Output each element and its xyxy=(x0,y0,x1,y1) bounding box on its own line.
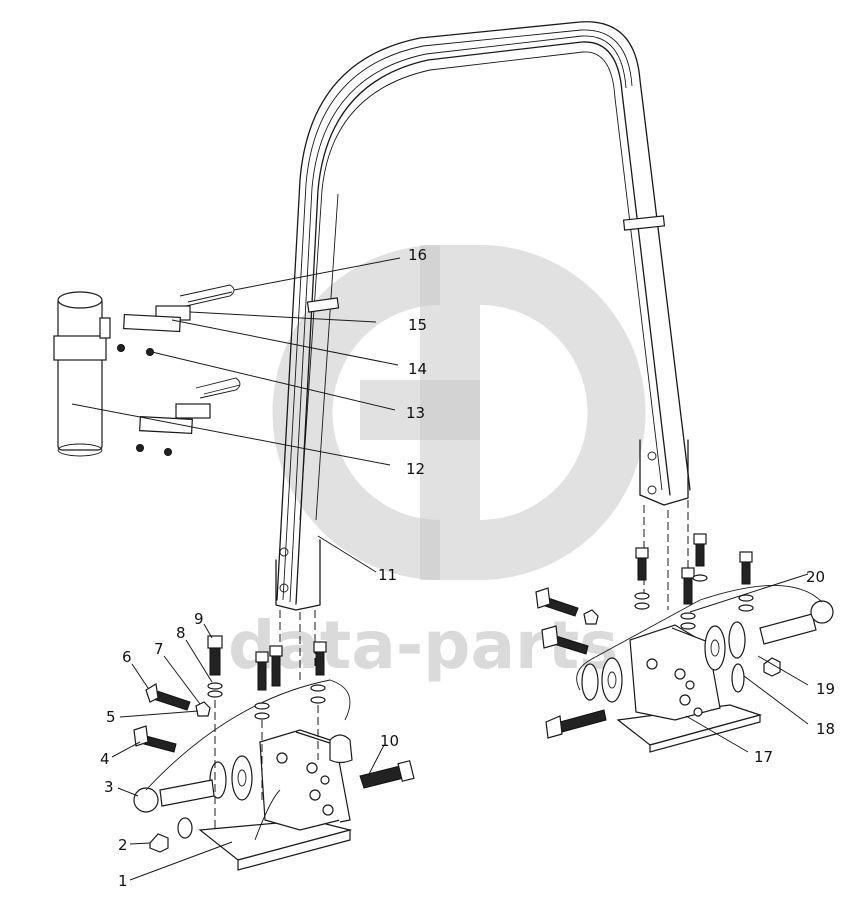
callout-5: 5 xyxy=(106,708,116,726)
callout-17: 17 xyxy=(754,748,773,766)
callout-7: 7 xyxy=(154,640,164,658)
callout-15: 15 xyxy=(408,316,427,334)
callout-10: 10 xyxy=(380,732,399,750)
roll-bar-frame xyxy=(275,21,691,680)
callout-6: 6 xyxy=(122,648,132,666)
callout-16: 16 xyxy=(408,246,427,264)
leader-lines xyxy=(71,257,809,881)
right-base-bracket-assembly xyxy=(535,533,834,753)
callout-13: 13 xyxy=(406,404,425,422)
beacon-mount-assembly xyxy=(53,284,241,457)
callout-20: 20 xyxy=(806,568,825,586)
callout-18: 18 xyxy=(816,720,835,738)
left-base-bracket-assembly xyxy=(133,635,415,871)
callout-4: 4 xyxy=(100,750,110,768)
callout-1: 1 xyxy=(118,872,128,890)
callout-11: 11 xyxy=(378,566,397,584)
callout-8: 8 xyxy=(176,624,186,642)
callout-9: 9 xyxy=(194,610,204,628)
callout-19: 19 xyxy=(816,680,835,698)
callout-labels: 1 2 3 4 5 6 7 8 9 10 11 12 13 14 15 16 1… xyxy=(100,246,835,890)
callout-12: 12 xyxy=(406,460,425,478)
callout-3: 3 xyxy=(104,778,114,796)
watermark-logo xyxy=(272,245,646,580)
callout-14: 14 xyxy=(408,360,427,378)
callout-2: 2 xyxy=(118,836,128,854)
